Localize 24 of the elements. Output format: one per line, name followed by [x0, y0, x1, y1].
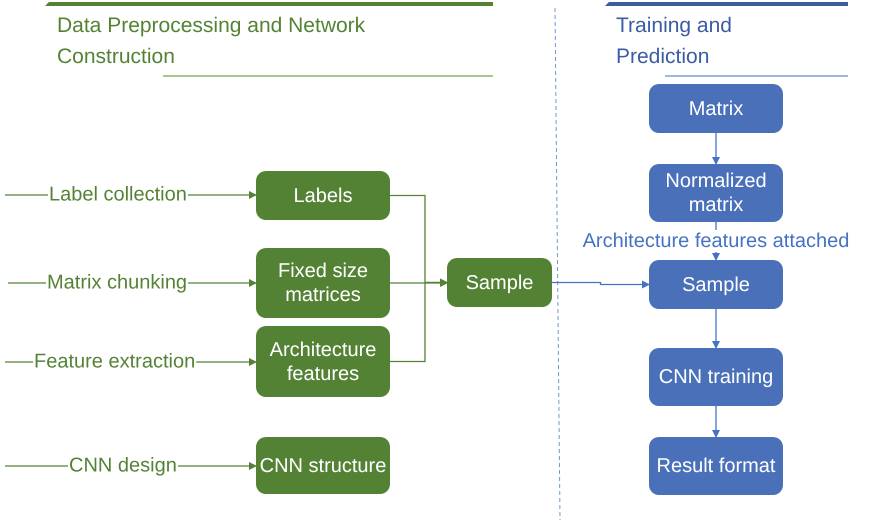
arrow [188, 191, 257, 199]
step-label: Matrix chunking [46, 272, 188, 294]
arrow [188, 279, 257, 287]
process-box: Normalized matrix [649, 164, 783, 222]
arrow [390, 278, 448, 362]
arrow [196, 358, 257, 366]
step-label: CNN design [68, 454, 178, 478]
section-heading: Training and Prediction [616, 13, 733, 70]
process-box: Labels [256, 171, 390, 220]
process-box: Matrix [649, 84, 783, 133]
section-heading: Data Preprocessing and Network Construction [57, 13, 366, 70]
process-box: Architecture features [256, 326, 390, 397]
edge-label: Architecture features attached [582, 230, 850, 252]
process-box: CNN structure [256, 437, 390, 494]
process-box: Sample [649, 260, 783, 309]
arrow [712, 406, 720, 438]
arrow [712, 309, 720, 349]
process-box: Fixed size matrices [256, 248, 390, 318]
arrow [178, 462, 257, 470]
process-box: CNN training [649, 348, 783, 406]
arrow [712, 133, 720, 165]
arrow [552, 280, 650, 288]
process-box: Result format [649, 437, 783, 495]
process-box: Sample [447, 258, 552, 307]
